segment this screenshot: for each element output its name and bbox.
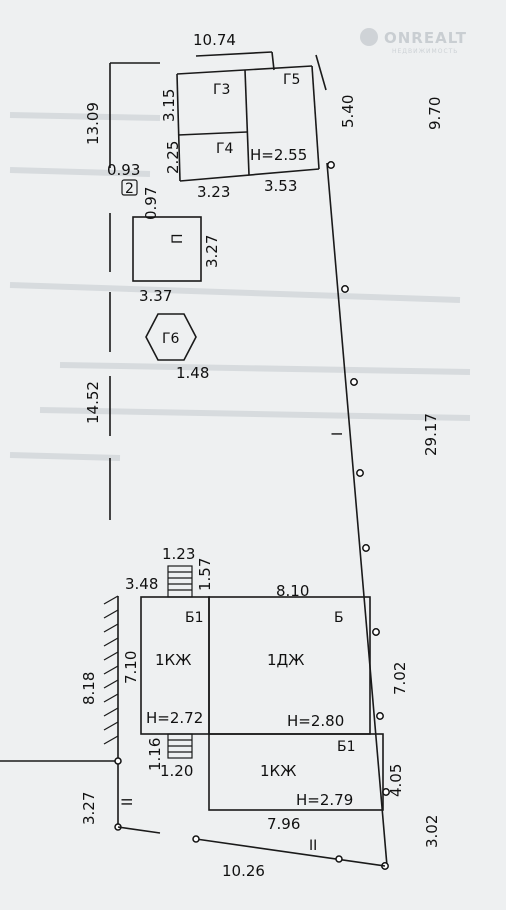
bottom-boundary [192,835,386,867]
porch-bottom [167,733,193,759]
dim-porch-top-width: 1.23 [162,545,195,563]
dim-right-upper-a: 5.40 [339,95,357,128]
dim-porch-top-height: 1.57 [196,558,214,591]
label-g3: Г3 [213,82,230,98]
label-b-top: Б [334,610,344,626]
dim-porch-bottom-height: 1.16 [146,738,164,771]
label-b-room: 1ДЖ [267,651,304,669]
label-g5: Г5 [283,72,300,88]
dim-left-bottom: 3.27 [80,792,98,825]
dim-top-width: 10.74 [193,31,236,49]
dim-bottom-inner: 7.96 [267,815,300,833]
label-b1-bottom: Б1 [337,739,356,755]
label-roman-two-left: II [120,798,136,806]
label-g6: Г6 [162,331,180,347]
top-dim-line [195,51,273,57]
watermark-tagline: НЕДВИЖИМОСТЬ [392,48,458,55]
structure-g6 [145,313,197,361]
dim-small-height: 0.97 [142,187,160,220]
dim-left-middle: 14.52 [84,381,102,424]
dim-g4-height: 2.25 [164,141,182,174]
dim-left-lower: 8.18 [80,672,98,705]
boundary-point [114,757,122,765]
bottom-left-stub [117,826,161,834]
label-g5-height: Н=2.55 [250,146,307,164]
porch-top [167,565,193,598]
dim-g34-width: 3.23 [197,183,230,201]
background-smudges [9,112,471,461]
label-roman-one: I [330,432,346,436]
label-roman-two-bottom: II [309,838,317,854]
label-b1-top: Б1 [185,610,204,626]
dim-g5-width: 3.53 [264,177,297,195]
right-top-stub [315,54,327,91]
dim-g6-width: 1.48 [176,364,209,382]
watermark: ONREALT НЕДВИЖИМОСТЬ [360,28,467,55]
label-b1-height: Н=2.72 [146,709,203,727]
label-b-height: Н=2.80 [287,712,344,730]
label-small-2: 2 [125,181,134,197]
top-dim-tick [271,51,275,71]
dim-main-top: 8.10 [276,582,309,600]
dim-p-height: 3.27 [203,235,221,268]
dim-porch-bottom-width: 1.20 [160,762,193,780]
dim-left-upper: 13.09 [84,102,102,145]
dim-right-long: 29.17 [422,413,440,456]
label-p: П [170,233,186,244]
dim-small-width: 0.93 [107,161,140,179]
right-boundary [326,161,390,867]
dim-p-width: 3.37 [139,287,172,305]
label-b1-room: 1КЖ [155,651,191,669]
outbuilding-g3-g5 [176,65,320,182]
label-g4: Г4 [216,141,234,157]
dim-b1-height: 7.10 [122,651,140,684]
dim-right-bottom: 3.02 [423,815,441,848]
left-hatched-wall [103,595,119,760]
dim-right-lower: 7.02 [391,662,409,695]
dim-g3-height: 3.15 [160,89,178,122]
dim-right-upper-b: 9.70 [426,97,444,130]
dim-right-small: 4.05 [387,764,405,797]
label-b1-bottom-room: 1КЖ [260,762,296,780]
shed-p [132,216,202,282]
small-structure-2 [121,179,138,196]
label-b1-bottom-height: Н=2.79 [296,791,353,809]
dim-bottom-outer: 10.26 [222,862,265,880]
dim-b1-top: 3.48 [125,575,158,593]
watermark-brand: ONREALT [384,29,467,47]
